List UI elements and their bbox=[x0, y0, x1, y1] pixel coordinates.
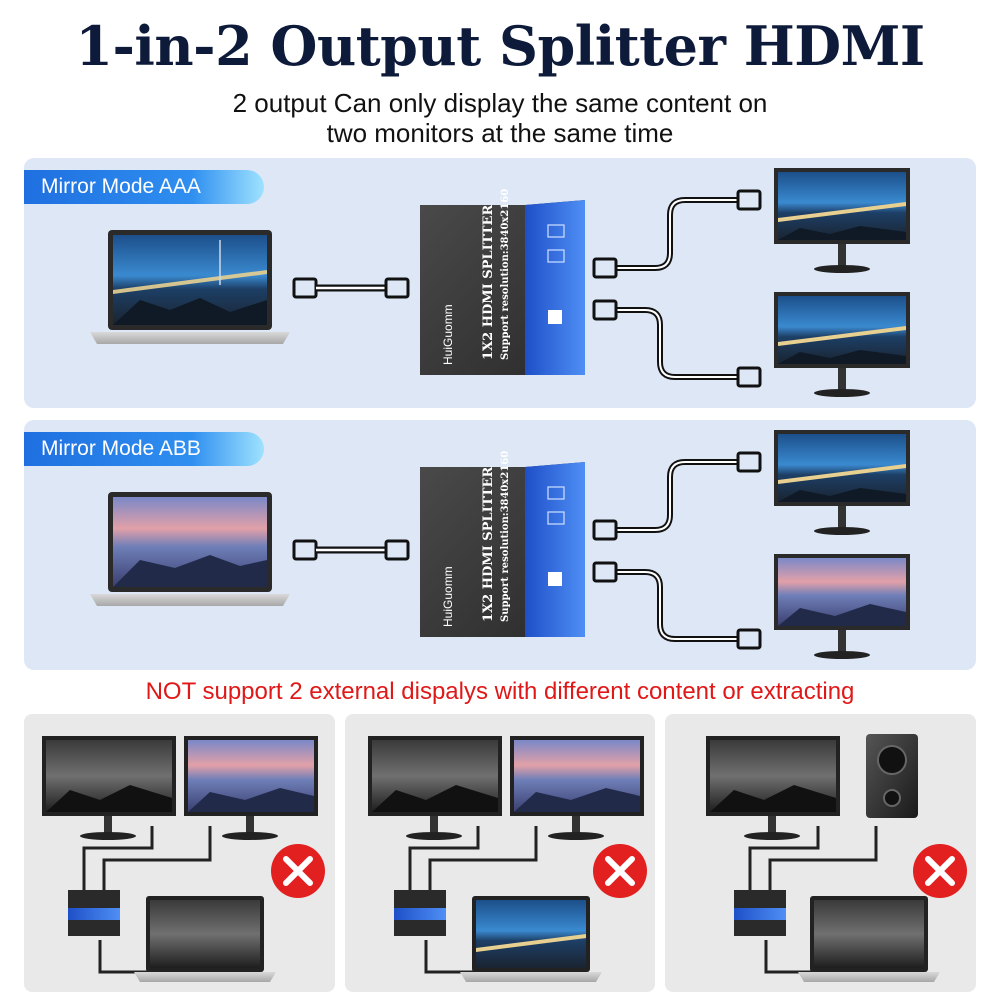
monitor-icon bbox=[774, 292, 910, 397]
output-cable-2 bbox=[616, 459, 738, 642]
monitor-icon bbox=[774, 430, 910, 535]
hdmi-connector-icon bbox=[592, 451, 762, 650]
output-cable-1-highlight bbox=[616, 199, 738, 378]
monitor-icon bbox=[774, 168, 910, 273]
monitor-icon bbox=[184, 736, 318, 840]
splitter-resolution-label: Support resolution:3840x2160 bbox=[500, 189, 511, 360]
monitor-icon bbox=[774, 554, 910, 659]
hdmi-splitter-icon bbox=[734, 890, 786, 936]
monitor-icon bbox=[368, 736, 502, 840]
laptop-icon bbox=[798, 896, 940, 982]
hdmi-connector-icon bbox=[592, 189, 762, 388]
mode-tag-abb: Mirror Mode ABB bbox=[24, 432, 264, 466]
error-x-icon bbox=[271, 844, 325, 898]
hdmi-splitter-icon: 1X2 HDMI SPLITTER Support resolution:384… bbox=[420, 451, 585, 637]
output-cable-1 bbox=[616, 197, 738, 380]
splitter-brand-label: HuiGuomm bbox=[441, 566, 455, 627]
hdmi-splitter-icon bbox=[68, 890, 120, 936]
subtitle-line-1: 2 output Can only display the same conte… bbox=[232, 88, 768, 118]
hdmi-splitter-icon: 1X2 HDMI SPLITTER Support resolution:384… bbox=[420, 189, 585, 375]
splitter-brand-label: HuiGuomm bbox=[441, 304, 455, 365]
error-x-icon bbox=[913, 844, 967, 898]
speaker-icon bbox=[866, 734, 918, 818]
hdmi-splitter-icon bbox=[394, 890, 446, 936]
output-cable-2-highlight bbox=[616, 461, 738, 640]
hdmi-connector-icon bbox=[292, 277, 410, 299]
splitter-name-label: 1X2 HDMI SPLITTER bbox=[481, 205, 496, 360]
splitter-resolution-label: Support resolution:3840x2160 bbox=[500, 451, 511, 622]
subtitle-line-2: two monitors at the same time bbox=[326, 118, 674, 148]
splitter-name-label: 1X2 HDMI SPLITTER bbox=[481, 467, 496, 622]
laptop-icon bbox=[134, 896, 276, 982]
warning-text: NOT support 2 external dispalys with dif… bbox=[145, 678, 855, 705]
laptop-icon bbox=[90, 492, 290, 606]
monitor-icon bbox=[510, 736, 644, 840]
laptop-icon bbox=[460, 896, 602, 982]
page-title: 1-in-2 Output Splitter HDMI bbox=[75, 14, 925, 78]
error-x-icon bbox=[593, 844, 647, 898]
mode-tag-aaa: Mirror Mode AAA bbox=[24, 170, 264, 204]
hdmi-connector-icon bbox=[292, 539, 410, 561]
monitor-icon bbox=[706, 736, 840, 840]
laptop-icon bbox=[90, 230, 290, 344]
monitor-icon bbox=[42, 736, 176, 840]
